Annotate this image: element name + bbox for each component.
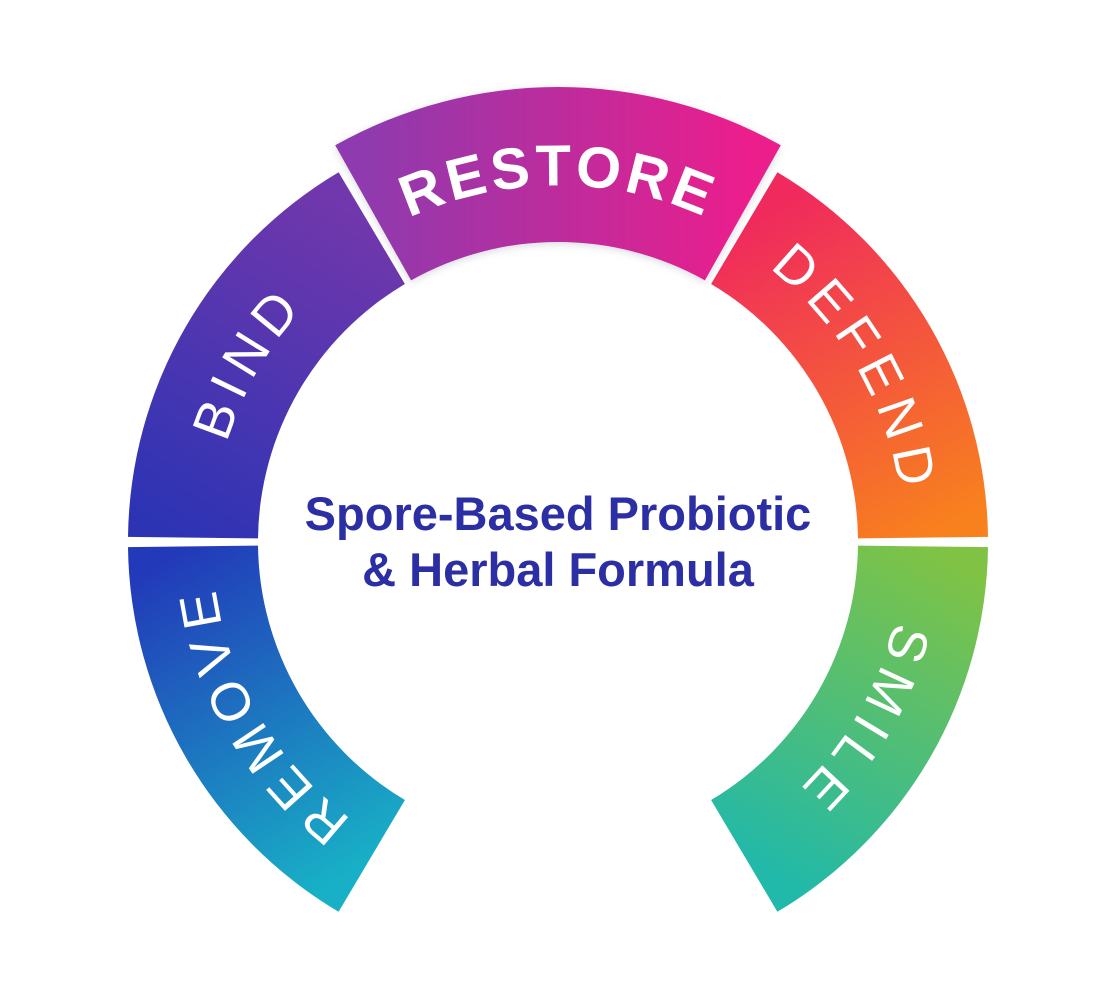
segment-defend-arc: [711, 172, 988, 539]
center-text-line1: Spore-Based Probiotic: [305, 487, 812, 540]
segment-bind-arc: [128, 172, 405, 539]
center-text-line2: & Herbal Formula: [362, 543, 755, 596]
segment-smile-arc: [711, 545, 988, 912]
segment-restore-arc: [335, 87, 781, 281]
segment-remove-arc: [128, 545, 405, 912]
